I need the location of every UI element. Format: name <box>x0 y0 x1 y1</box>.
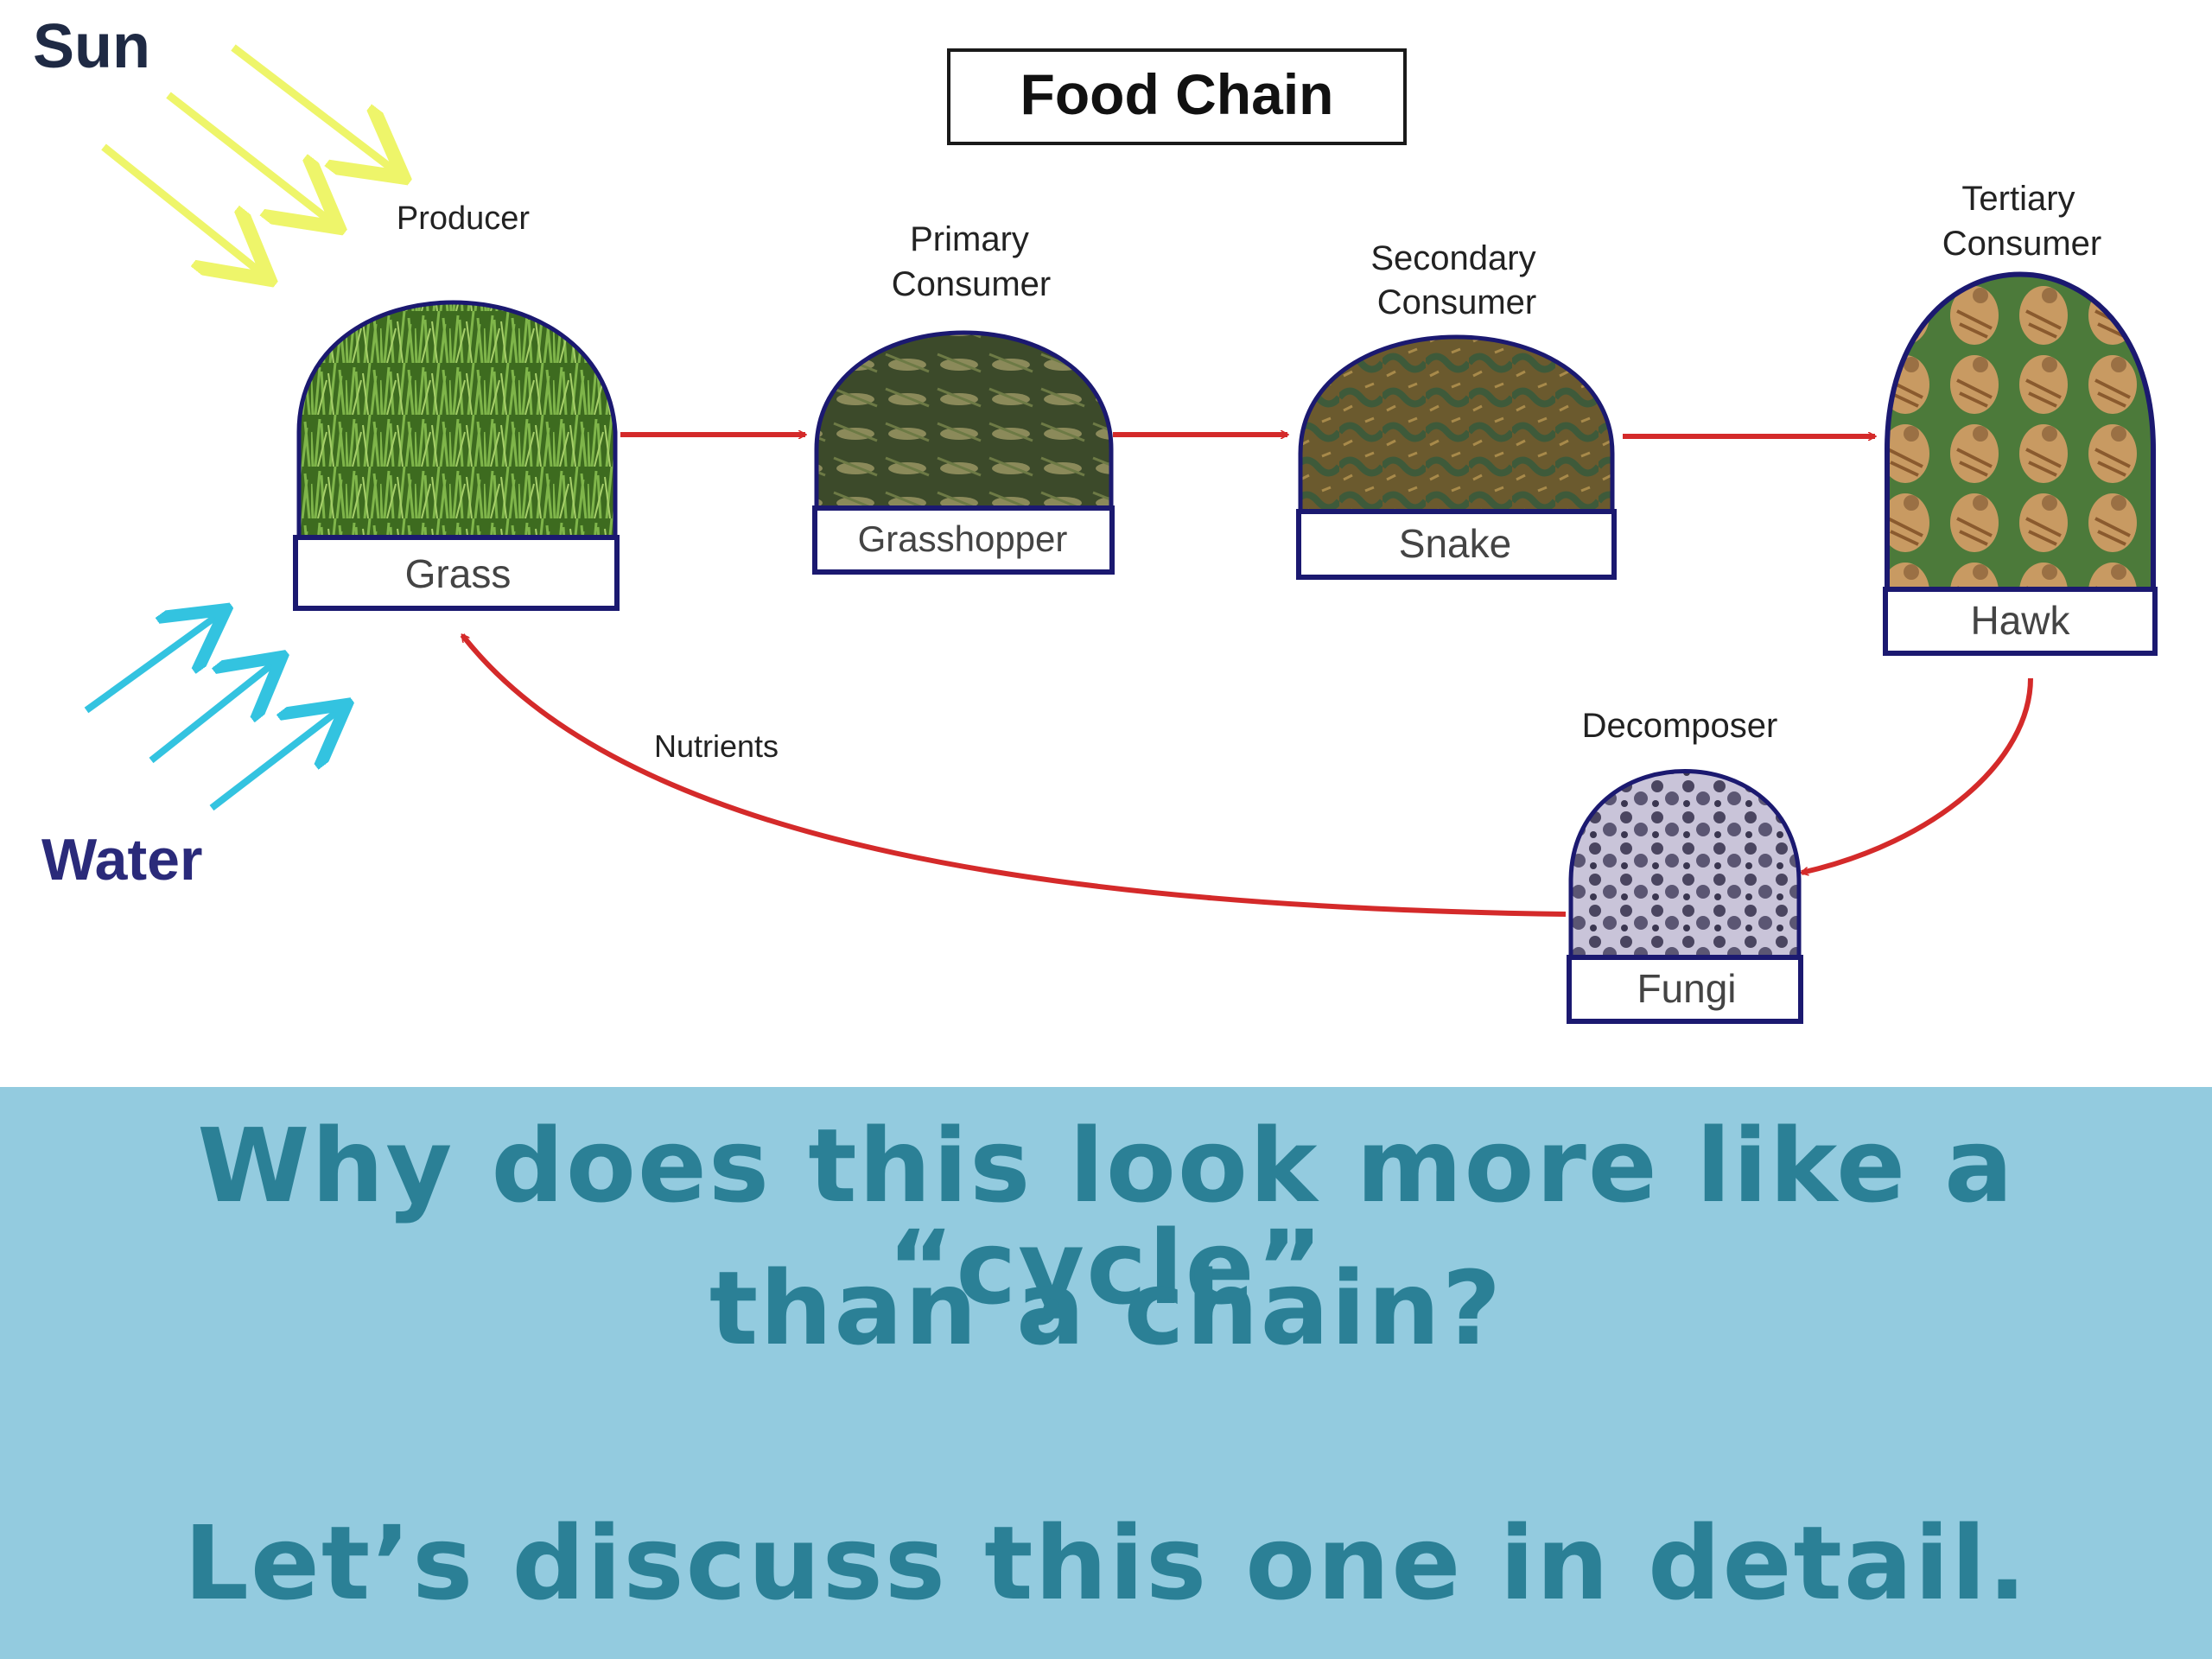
organism-name: Hawk <box>1970 598 2070 643</box>
organism-grasshopper: Primary Consumer Grasshopper <box>815 220 1112 572</box>
nutrients-label: Nutrients <box>654 728 779 764</box>
role-label-line2: Consumer <box>892 265 1052 303</box>
grass-image <box>299 302 615 540</box>
organism-name: Grass <box>405 551 512 596</box>
grasshopper-image <box>817 333 1111 510</box>
role-label: Producer <box>397 200 531 237</box>
organism-fungi: Decomposer Fungi <box>1569 707 1801 1021</box>
role-label-line2: Consumer <box>1377 283 1537 321</box>
organism-grass: Producer Grass <box>296 200 617 608</box>
role-label: Decomposer <box>1582 707 1778 745</box>
arrow-fungi-to-grass <box>462 635 1566 914</box>
question-line-2: than a chain? <box>0 1257 2212 1359</box>
sun-label: Sun <box>33 12 150 81</box>
sun-rays-icon <box>104 48 397 275</box>
arrow-hawk-to-fungi <box>1802 678 2031 873</box>
water-rays-icon <box>86 613 341 808</box>
organism-name: Snake <box>1399 521 1511 566</box>
role-label-line1: Primary <box>910 220 1029 258</box>
discussion-prompt: Let’s discuss this one in detail. <box>0 1512 2212 1614</box>
diagram-title: Food Chain <box>1020 62 1334 126</box>
organism-name: Fungi <box>1637 966 1736 1011</box>
organism-hawk: Tertiary Consumer Hawk <box>1885 180 2155 653</box>
hawk-image <box>1887 275 2153 593</box>
organism-name: Grasshopper <box>858 518 1068 559</box>
chain-arrows <box>462 435 2031 914</box>
role-label-line2: Consumer <box>1942 225 2102 263</box>
organism-snake: Secondary Consumer Snake <box>1299 239 1614 577</box>
snake-image <box>1300 337 1612 514</box>
water-label: Water <box>41 827 202 893</box>
fungi-image <box>1571 772 1799 962</box>
role-label-line1: Secondary <box>1370 239 1535 277</box>
role-label-line1: Tertiary <box>1961 180 2075 218</box>
